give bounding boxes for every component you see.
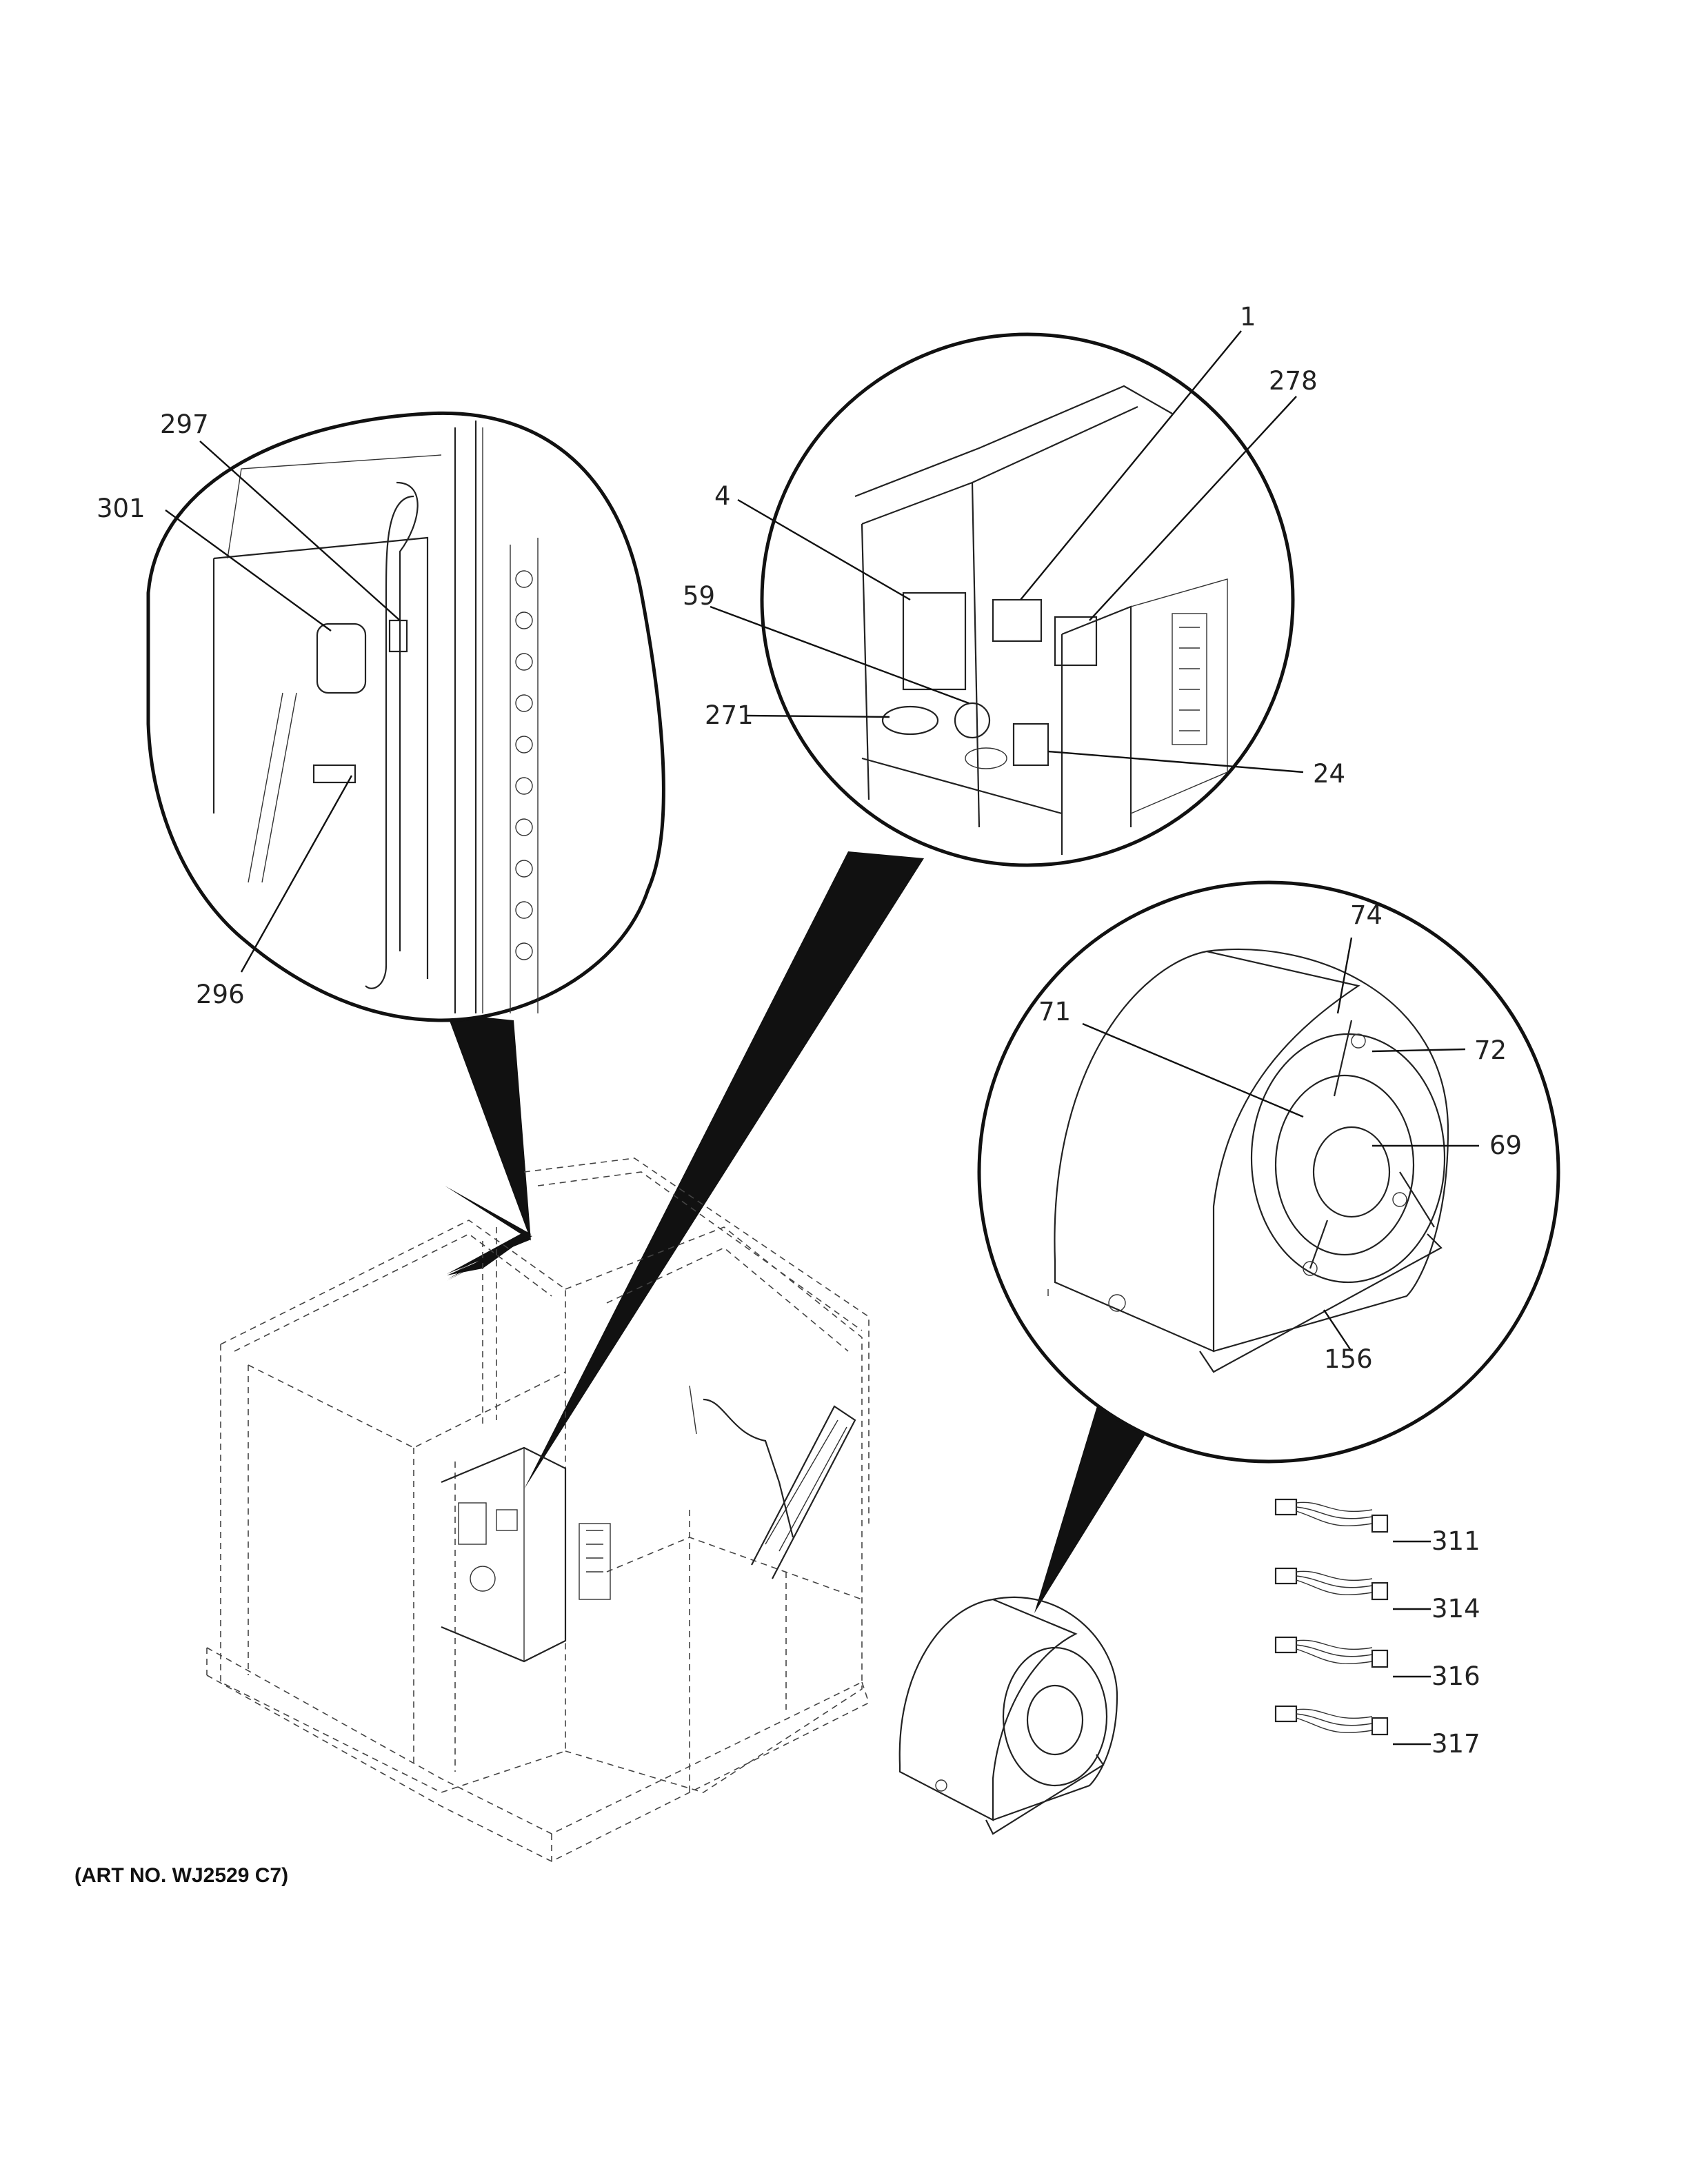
callout-301: 301 xyxy=(97,494,145,523)
detail-bubble-control-box xyxy=(760,332,1295,867)
blower-assembly-small xyxy=(898,1596,1118,1835)
callout-1: 1 xyxy=(1240,302,1256,332)
callout-72: 72 xyxy=(1474,1035,1507,1065)
transformer xyxy=(992,598,1043,643)
callout-74: 74 xyxy=(1350,900,1383,930)
callout-271: 271 xyxy=(705,700,754,730)
callout-297: 297 xyxy=(160,410,209,439)
coil-fins xyxy=(515,570,533,960)
capacitor xyxy=(881,705,939,736)
harness-316 xyxy=(1274,1636,1389,1668)
vent-grille xyxy=(1172,613,1207,745)
callout-24: 24 xyxy=(1313,759,1345,789)
harness-311 xyxy=(1274,1498,1389,1533)
schrader-valve xyxy=(312,764,356,784)
callout-4: 4 xyxy=(714,481,731,511)
relay xyxy=(1054,616,1098,667)
blower-motor xyxy=(1312,1126,1391,1218)
contactor xyxy=(1012,722,1049,767)
callout-71: 71 xyxy=(1038,997,1071,1027)
left-bubble-pointer-main xyxy=(447,1013,531,1241)
harness-314 xyxy=(1274,1567,1389,1601)
callout-69: 69 xyxy=(1489,1131,1522,1160)
callout-316: 316 xyxy=(1431,1661,1480,1691)
callout-317: 317 xyxy=(1431,1729,1480,1759)
callout-59: 59 xyxy=(683,581,715,611)
callout-314: 314 xyxy=(1431,1594,1480,1624)
control-board xyxy=(902,592,967,691)
detail-bubble-blower xyxy=(977,880,1560,1464)
callout-296: 296 xyxy=(196,980,245,1009)
filter-drier xyxy=(316,623,367,694)
detail-bubble-refrigerant-line xyxy=(146,411,665,1022)
right-bubble-pointer xyxy=(1034,1386,1158,1613)
callout-278: 278 xyxy=(1269,366,1318,396)
service-valve xyxy=(388,619,408,653)
leader-lines xyxy=(165,330,1479,1746)
callout-156: 156 xyxy=(1324,1344,1373,1374)
left-bubble-pointer xyxy=(447,1231,531,1274)
art-number: (ART NO. WJ2529 C7) xyxy=(74,1864,288,1887)
wire-harnesses xyxy=(1274,1498,1389,1736)
harness-317 xyxy=(1274,1705,1389,1736)
callout-311: 311 xyxy=(1431,1526,1480,1556)
main-unit-assembly xyxy=(206,1157,870,1862)
center-bubble-pointer xyxy=(524,851,924,1489)
pressure-switch xyxy=(954,702,991,739)
